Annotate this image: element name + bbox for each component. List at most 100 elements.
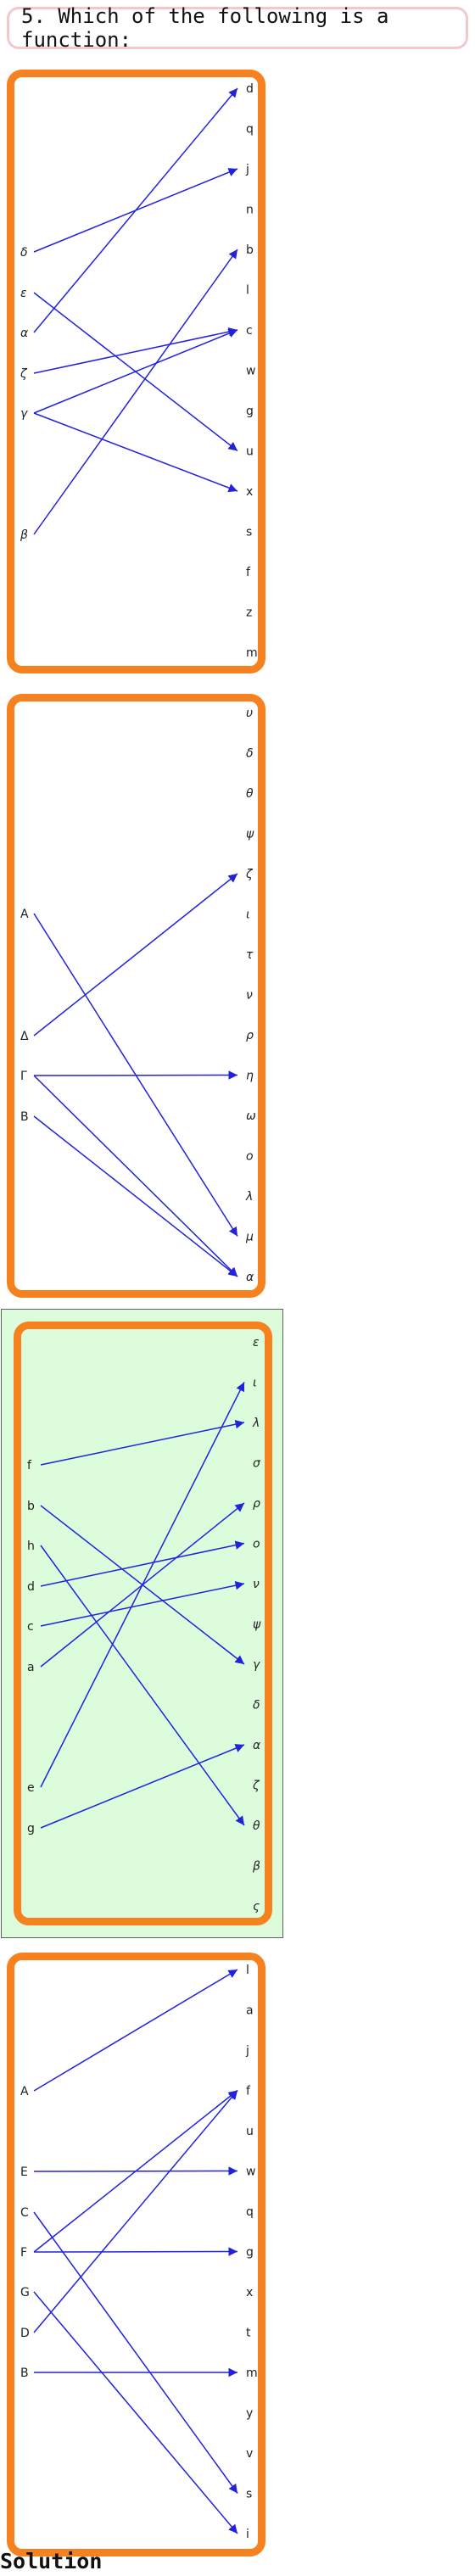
codomain-label: ο (246, 1150, 254, 1164)
codomain-label: w (246, 365, 255, 378)
domain-label: d (27, 1580, 35, 1594)
mapping-arrow (40, 1420, 245, 1466)
mapping-arrow (33, 1075, 238, 1277)
codomain-label: z (246, 606, 252, 620)
codomain-label: g (246, 405, 254, 418)
mapping-arrow (33, 2211, 238, 2494)
domain-label: F (20, 2246, 27, 2260)
domain-label: γ (20, 407, 28, 421)
option-panel-3[interactable] (14, 1322, 272, 1925)
option-panel-2[interactable] (7, 694, 265, 1298)
domain-label: f (27, 1459, 32, 1472)
mapping-arrow (40, 1581, 245, 1627)
codomain-label: μ (245, 1231, 254, 1244)
codomain-label: η (246, 1070, 254, 1083)
codomain-label: l (246, 284, 249, 298)
codomain-label: υ (246, 707, 253, 720)
codomain-label: ν (246, 989, 253, 1003)
mapping-arrow (33, 412, 238, 493)
domain-label: A (20, 908, 29, 921)
codomain-label: ο (253, 1538, 260, 1551)
codomain-label: m (246, 2366, 258, 2380)
codomain-label: s (246, 2488, 252, 2501)
mapping-arrow (40, 1744, 245, 1829)
codomain-label: θ (246, 787, 254, 801)
codomain-label: j (245, 163, 249, 176)
codomain-label: w (246, 2165, 255, 2179)
codomain-label: c (246, 324, 253, 338)
domain-label: δ (20, 246, 28, 260)
codomain-label: θ (253, 1819, 260, 1833)
codomain-label: σ (253, 1457, 261, 1471)
codomain-label: x (246, 2286, 253, 2299)
domain-label: B (20, 1110, 29, 1124)
codomain-label: ω (246, 1109, 256, 1123)
domain-label: G (20, 2286, 30, 2299)
codomain-label: ν (253, 1578, 260, 1591)
domain-label: Γ (20, 1070, 27, 1083)
codomain-label: ι (246, 908, 250, 922)
question-text: 5. Which of the following is a function: (21, 4, 389, 52)
mapping-arrow (33, 329, 238, 414)
mapping-arrow (33, 2090, 238, 2333)
codomain-label: q (246, 2205, 254, 2219)
codomain-label: β (252, 1860, 260, 1874)
highlight-background (1, 1309, 283, 1938)
mapping-arrow (33, 873, 238, 1037)
domain-label: g (27, 1822, 35, 1836)
mapping-arrow (33, 2291, 238, 2534)
domain-label: D (20, 2327, 30, 2340)
codomain-label: λ (245, 1190, 253, 1204)
option-panel-1[interactable] (7, 70, 265, 673)
domain-label: b (27, 1500, 35, 1513)
option-panel-4[interactable] (7, 1953, 265, 2556)
codomain-label: u (246, 2125, 254, 2138)
domain-label: Δ (20, 1030, 29, 1043)
domain-label: C (20, 2206, 29, 2220)
codomain-label: ψ (246, 828, 254, 841)
domain-label: a (27, 1661, 35, 1674)
codomain-label: s (246, 526, 252, 539)
codomain-label: l (246, 1964, 249, 1977)
mapping-arrow (33, 1969, 238, 2092)
domain-label: β (20, 528, 28, 542)
codomain-label: i (246, 2528, 249, 2541)
codomain-label: y (246, 2407, 253, 2421)
codomain-label: λ (252, 1417, 260, 1430)
domain-label: h (27, 1539, 35, 1553)
codomain-label: τ (246, 948, 254, 962)
domain-label: ε (20, 287, 27, 300)
codomain-label: f (246, 566, 251, 579)
codomain-label: γ (253, 1658, 260, 1672)
codomain-label: δ (246, 747, 254, 761)
codomain-label: n (246, 204, 254, 217)
codomain-label: δ (253, 1699, 260, 1713)
codomain-label: g (246, 2246, 254, 2260)
mapping-arrow (33, 327, 238, 374)
mapping-arrow (33, 249, 238, 535)
mapping-arrow (40, 1540, 245, 1587)
question-box: 5. Which of the following is a function: (7, 4, 468, 52)
mapping-arrow (40, 1382, 245, 1788)
codomain-label: q (246, 123, 254, 137)
codomain-label: ζ (245, 868, 254, 881)
domain-label: E (20, 2165, 28, 2179)
codomain-label: ρ (246, 1029, 254, 1042)
domain-label: α (20, 327, 29, 340)
codomain-label: a (246, 2004, 254, 2018)
domain-label: B (20, 2366, 29, 2380)
codomain-label: ρ (253, 1497, 260, 1511)
codomain-label: x (246, 485, 253, 499)
domain-label: e (27, 1781, 35, 1795)
mapping-arrow (33, 2089, 238, 2253)
codomain-label: ε (253, 1336, 260, 1349)
codomain-label: t (246, 2327, 251, 2340)
codomain-label: m (246, 646, 258, 660)
domain-label: c (27, 1620, 34, 1634)
codomain-label: ι (253, 1377, 257, 1390)
mapping-arrow (33, 87, 238, 333)
